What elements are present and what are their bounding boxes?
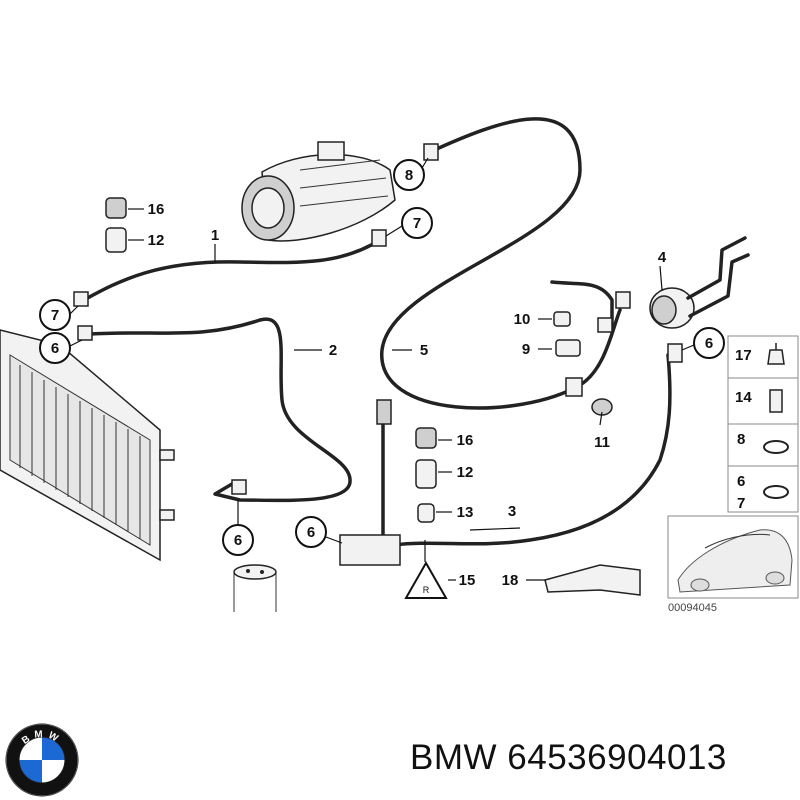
label-16-top: 16: [148, 201, 165, 218]
callout-6-center: 6: [295, 516, 343, 548]
label-16-mid: 16: [457, 432, 474, 449]
label-3: 3: [508, 503, 516, 520]
callout-7-compressor: 7: [385, 207, 433, 239]
label-12-mid: 12: [457, 464, 474, 481]
svg-text:6: 6: [51, 340, 59, 357]
small-parts: [105, 197, 613, 523]
dryer-icon: [233, 564, 277, 612]
legend-label-6: 6: [737, 473, 745, 490]
label-15: 15: [459, 572, 476, 589]
legend-label-17: 17: [735, 347, 752, 364]
label-11: 11: [594, 434, 610, 451]
callout-6-right: 6: [681, 327, 725, 359]
diagram-code: 00094045: [668, 602, 717, 614]
legend-label-8: 8: [737, 431, 745, 448]
part-number: 64536904013: [507, 738, 727, 777]
bracket-part: [544, 564, 641, 596]
expansion-valve-icon: [649, 236, 750, 329]
svg-text:6: 6: [307, 524, 315, 541]
leader-lines: [128, 208, 663, 581]
label-18: 18: [502, 572, 519, 589]
label-1: 1: [211, 227, 219, 244]
bmw-roundel-logo: BMW: [5, 723, 79, 797]
legend-label-14: 14: [735, 389, 752, 406]
svg-text:7: 7: [51, 307, 59, 324]
callout-6-bottom-left: 6: [222, 500, 254, 556]
svg-text:6: 6: [234, 532, 242, 549]
warning-sign-icon: R: [404, 560, 448, 599]
hose-line-1: [82, 238, 382, 302]
car-silhouette-icon: [667, 515, 799, 599]
svg-text:6: 6: [705, 335, 713, 352]
callout-7-left: 7: [39, 299, 79, 331]
svg-text:7: 7: [413, 215, 421, 232]
label-13: 13: [457, 504, 474, 521]
hose-line-3: [393, 353, 672, 547]
hose-small: [550, 280, 614, 327]
compressor-icon: [241, 141, 396, 242]
label-4: 4: [658, 249, 667, 266]
legend-panel: 17 14 8 6 7: [727, 335, 799, 513]
svg-text:8: 8: [405, 167, 413, 184]
label-2: 2: [329, 342, 337, 359]
legend-label-7: 7: [737, 495, 745, 512]
hose-line-2: [88, 317, 352, 503]
brand-part-number-line: BMW 64536904013: [410, 738, 727, 778]
brand-name: BMW: [410, 738, 498, 777]
condenser-icon: [0, 329, 175, 562]
fittings: [73, 143, 683, 566]
callout-6-left: 6: [39, 332, 83, 364]
label-9: 9: [522, 341, 530, 358]
label-12-top: 12: [148, 232, 165, 249]
label-10: 10: [514, 311, 531, 328]
svg-text:R: R: [423, 585, 430, 595]
callout-8: 8: [393, 157, 429, 191]
label-5: 5: [420, 342, 428, 359]
